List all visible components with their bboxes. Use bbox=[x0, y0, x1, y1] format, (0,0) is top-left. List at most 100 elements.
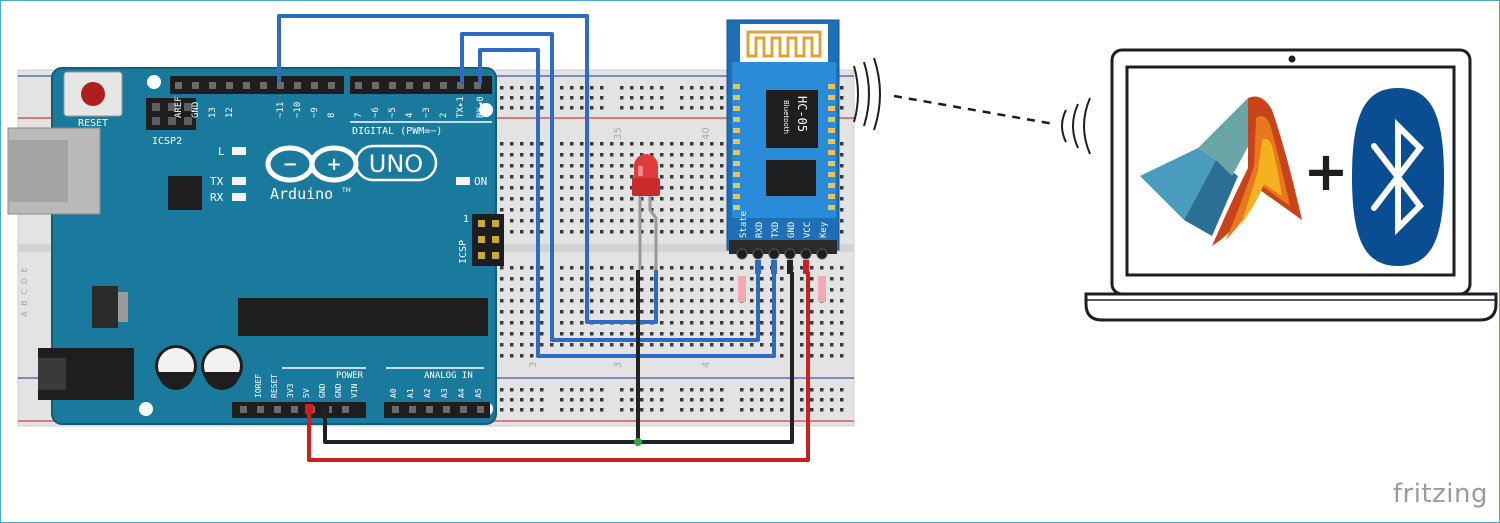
breadboard-hole bbox=[530, 96, 534, 100]
breadboard-hole bbox=[500, 388, 504, 392]
breadboard-hole bbox=[690, 197, 694, 201]
breadboard-hole bbox=[630, 277, 634, 281]
breadboard-hole bbox=[510, 288, 514, 292]
breadboard-hole bbox=[720, 321, 724, 325]
led-on bbox=[456, 177, 470, 185]
breadboard-hole bbox=[560, 332, 564, 336]
breadboard-hole bbox=[640, 332, 644, 336]
breadboard-hole bbox=[830, 321, 834, 325]
power-pin-label: RESET bbox=[270, 374, 279, 398]
breadboard-hole bbox=[570, 219, 574, 223]
breadboard-hole bbox=[520, 186, 524, 190]
breadboard-hole bbox=[720, 219, 724, 223]
breadboard-hole bbox=[660, 164, 664, 168]
breadboard-hole bbox=[500, 86, 504, 90]
breadboard-hole bbox=[670, 153, 674, 157]
breadboard-hole bbox=[700, 277, 704, 281]
breadboard-hole bbox=[840, 208, 844, 212]
breadboard-hole bbox=[680, 321, 684, 325]
svg-text:−: − bbox=[282, 154, 297, 175]
breadboard-hole bbox=[670, 310, 674, 314]
breadboard-hole bbox=[740, 343, 744, 347]
hc05-pad bbox=[828, 128, 835, 133]
breadboard-hole bbox=[680, 219, 684, 223]
breadboard-hole bbox=[720, 266, 724, 270]
breadboard-hole bbox=[520, 277, 524, 281]
breadboard-hole bbox=[640, 299, 644, 303]
breadboard-hole bbox=[730, 288, 734, 292]
breadboard-hole bbox=[630, 106, 634, 110]
digital-pin-label: ~5 bbox=[388, 107, 398, 118]
voltage-regulator bbox=[92, 286, 118, 328]
breadboard-hole bbox=[610, 332, 614, 336]
digital-header-right bbox=[350, 76, 492, 94]
hc05-pin-leg bbox=[803, 260, 809, 274]
breadboard-hole bbox=[740, 398, 744, 402]
breadboard-hole bbox=[700, 343, 704, 347]
breadboard-hole bbox=[650, 106, 654, 110]
hc05-pad bbox=[733, 150, 740, 155]
wire-d11-to-hc05 bbox=[277, 14, 658, 324]
breadboard-hole bbox=[700, 230, 704, 234]
header-pin-slot bbox=[426, 406, 433, 413]
header-pin-slot bbox=[406, 82, 413, 89]
breadboard-hole bbox=[840, 86, 844, 90]
breadboard-hole bbox=[590, 86, 594, 90]
breadboard-hole bbox=[530, 388, 534, 392]
breadboard-hole bbox=[630, 153, 634, 157]
breadboard-hole bbox=[620, 175, 624, 179]
hc05-pin-label: VCC bbox=[803, 222, 813, 238]
breadboard-hole bbox=[560, 219, 564, 223]
breadboard-hole bbox=[590, 266, 594, 270]
breadboard-hole bbox=[610, 299, 614, 303]
breadboard-hole bbox=[630, 230, 634, 234]
breadboard-hole bbox=[840, 266, 844, 270]
breadboard-hole bbox=[640, 106, 644, 110]
hc05-pin bbox=[800, 248, 812, 260]
breadboard-hole bbox=[680, 142, 684, 146]
breadboard-hole bbox=[840, 153, 844, 157]
hc05-model-label: HC-05 bbox=[795, 96, 809, 132]
hc05-pin-leg bbox=[755, 260, 761, 274]
breadboard-hole bbox=[820, 266, 824, 270]
breadboard-hole bbox=[590, 398, 594, 402]
breadboard-hole bbox=[840, 142, 844, 146]
digital-pin-label: ~9 bbox=[310, 107, 320, 118]
breadboard-hole bbox=[560, 266, 564, 270]
digital-pin-label: AREF bbox=[174, 96, 184, 118]
wireless-link-dashed-line bbox=[893, 94, 1055, 126]
breadboard-hole bbox=[540, 142, 544, 146]
header-pin-slot bbox=[372, 82, 379, 89]
breadboard-hole bbox=[610, 288, 614, 292]
breadboard-hole bbox=[560, 398, 564, 402]
breadboard-hole bbox=[740, 310, 744, 314]
analog-pin-label: A2 bbox=[423, 388, 432, 398]
breadboard-hole bbox=[600, 266, 604, 270]
breadboard-row-letter: B bbox=[20, 300, 29, 306]
breadboard-hole bbox=[630, 388, 634, 392]
breadboard-hole bbox=[800, 288, 804, 292]
brand-label: Arduino bbox=[270, 185, 333, 203]
breadboard-hole bbox=[780, 354, 784, 358]
breadboard-hole bbox=[750, 398, 754, 402]
breadboard-hole bbox=[540, 288, 544, 292]
breadboard-hole bbox=[600, 398, 604, 402]
breadboard-hole bbox=[710, 332, 714, 336]
breadboard-hole bbox=[680, 197, 684, 201]
breadboard-hole bbox=[540, 175, 544, 179]
breadboard-hole bbox=[660, 106, 664, 110]
breadboard-hole bbox=[640, 266, 644, 270]
breadboard-hole bbox=[730, 299, 734, 303]
hc05-pad bbox=[733, 117, 740, 122]
breadboard-hole bbox=[670, 175, 674, 179]
breadboard-hole bbox=[820, 332, 824, 336]
breadboard-hole bbox=[540, 277, 544, 281]
breadboard-hole bbox=[630, 266, 634, 270]
breadboard-hole bbox=[590, 153, 594, 157]
breadboard-hole bbox=[510, 388, 514, 392]
breadboard-hole bbox=[630, 86, 634, 90]
breadboard-hole bbox=[680, 106, 684, 110]
breadboard-hole bbox=[750, 277, 754, 281]
breadboard-hole bbox=[580, 230, 584, 234]
breadboard-hole bbox=[620, 288, 624, 292]
